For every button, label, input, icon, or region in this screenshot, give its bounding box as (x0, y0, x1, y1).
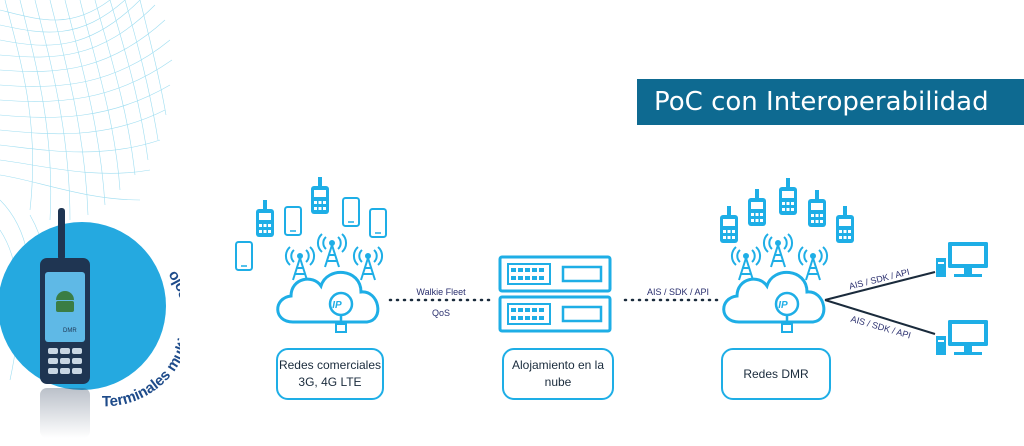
smartphone-icon (342, 197, 360, 227)
android-icon (56, 291, 74, 312)
cloud-badge: IP (778, 300, 788, 311)
box-commercial-line1: Redes comerciales (278, 358, 382, 372)
cloud-badge: IP (332, 300, 342, 311)
box-cloud-hosting-label: Alojamiento en la nube (511, 358, 605, 389)
desktop-computer-icon (936, 242, 988, 277)
box-cloud-hosting: Alojamiento en la nube (502, 348, 614, 400)
cell-tower-icon (730, 246, 762, 281)
handheld-radio-icon (256, 200, 274, 237)
link-label-qos: QoS (432, 308, 450, 318)
ip-cloud-icon (722, 270, 826, 334)
handheld-radio-icon (720, 206, 738, 243)
page-title: PoC con Interoperabilidad (637, 79, 1024, 125)
box-commercial-networks: Redes comerciales 3G, 4G LTE (276, 348, 384, 400)
link-label-walkie: Walkie Fleet (416, 287, 466, 297)
cell-tower-icon (352, 246, 384, 281)
smartphone-icon (369, 208, 387, 238)
box-dmr-networks: Redes DMR (721, 348, 831, 400)
handheld-radio-icon (779, 178, 797, 215)
box-dmr-label: Redes DMR (743, 366, 809, 381)
handheld-radio-icon (836, 206, 854, 243)
handheld-radio-icon (748, 189, 766, 226)
server-rack-icon (498, 255, 612, 293)
desktop-computer-icon (936, 320, 988, 355)
handheld-radio-icon (311, 177, 329, 214)
dmr-devices (720, 178, 854, 243)
device-badge: DMR (63, 328, 77, 334)
terminal-illustration: DMR Terminales multi protocolo (0, 208, 180, 438)
handheld-radio-icon (808, 190, 826, 227)
link-api-upper (824, 271, 936, 301)
cell-tower-icon (762, 233, 794, 268)
link-api-lower (824, 299, 936, 335)
link-label-api-upper: AIS / SDK / API (848, 267, 911, 292)
commercial-devices (235, 177, 387, 271)
smartphone-icon (284, 206, 302, 236)
cell-tower-icon (284, 246, 316, 281)
ip-cloud-icon (276, 270, 380, 334)
cell-tower-icon (797, 246, 829, 281)
link-label-api-center: AIS / SDK / API (647, 287, 709, 297)
smartphone-icon (235, 241, 253, 271)
cell-tower-icon (316, 233, 348, 268)
box-commercial-line2: 3G, 4G LTE (298, 375, 362, 389)
server-rack-icon (498, 295, 612, 333)
